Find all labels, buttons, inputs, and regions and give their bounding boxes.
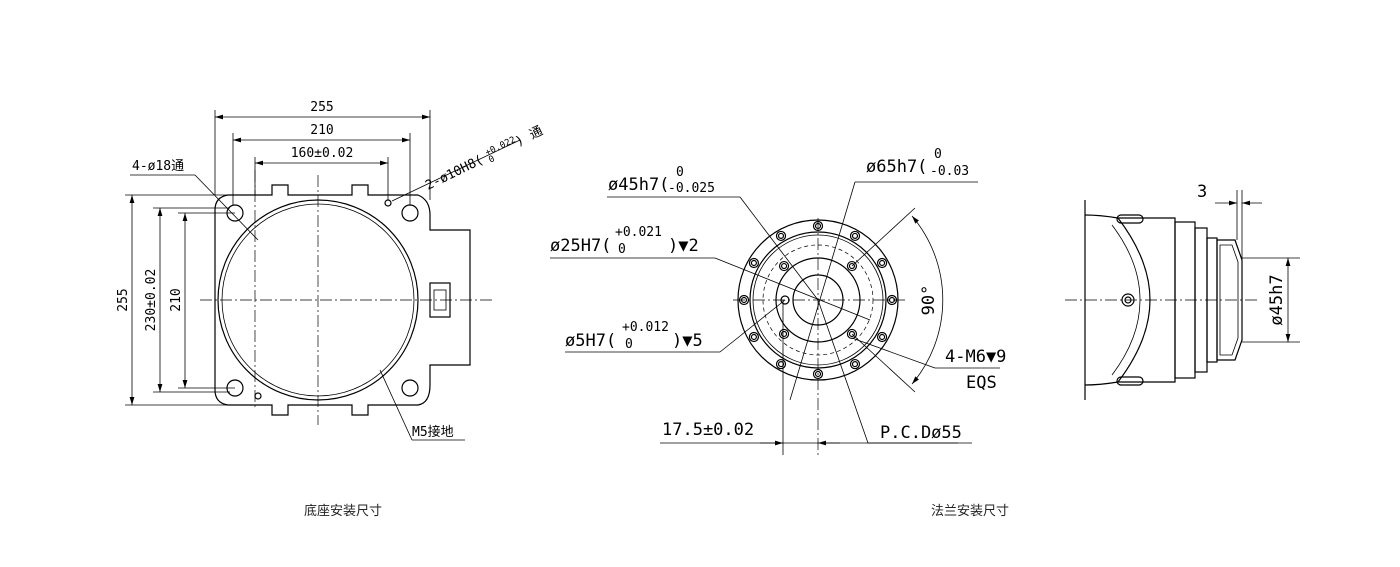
bolt-hole xyxy=(775,230,787,242)
caption-flange: 法兰安装尺寸 xyxy=(931,504,1009,519)
bolt-hole xyxy=(846,260,858,272)
bolt-hole xyxy=(748,257,760,269)
bolt-hole xyxy=(778,260,790,272)
bolt-hole xyxy=(778,328,790,340)
svg-text:0: 0 xyxy=(618,242,626,257)
bolt-hole xyxy=(780,330,788,338)
label-ground: M5接地 xyxy=(412,424,454,440)
bolt-hole xyxy=(851,361,859,368)
svg-text:-0.025: -0.025 xyxy=(668,181,715,196)
bolt-hole xyxy=(780,262,788,270)
svg-text:)▼2: )▼2 xyxy=(668,236,699,256)
bolt-hole xyxy=(814,370,822,378)
bolt-hole xyxy=(876,331,888,343)
flange-view: ø45h7( 0 -0.025 ø65h7( 0 -0.03 ø25H7( +0… xyxy=(550,147,1009,519)
dim-offset: 17.5±0.02 xyxy=(662,420,754,440)
svg-text:+0.021: +0.021 xyxy=(615,225,662,240)
bolt-hole xyxy=(849,230,861,242)
svg-text:) 通: ) 通 xyxy=(513,124,545,150)
svg-text:-0.03: -0.03 xyxy=(930,164,969,179)
label-d25: ø25H7( xyxy=(550,236,611,256)
bolt-hole xyxy=(876,257,888,269)
dim-angle: 90° xyxy=(919,285,939,316)
label-holes: 4-ø18通 xyxy=(132,159,184,174)
label-m6: 4-M6▼9 xyxy=(945,347,1006,367)
bolt-hole xyxy=(777,232,785,239)
dim-width-pins: 160±0.02 xyxy=(291,146,354,161)
bolt-hole xyxy=(848,330,856,338)
bolt-hole xyxy=(777,361,785,368)
svg-text:2-ø10H8(: 2-ø10H8( xyxy=(423,153,486,194)
label-d5: ø5H7( xyxy=(565,331,616,351)
svg-text:0: 0 xyxy=(934,147,942,162)
dim-width-holes: 210 xyxy=(310,123,333,138)
label-pcd: P.C.Dø55 xyxy=(880,423,962,443)
dim-side-diameter: ø45h7 xyxy=(1267,274,1287,325)
svg-text:0: 0 xyxy=(676,165,684,180)
svg-text:0: 0 xyxy=(487,154,496,165)
dim-height-overall: 255 xyxy=(116,288,131,311)
dim-width-overall: 255 xyxy=(310,100,333,115)
bolt-hole xyxy=(748,331,760,343)
bolt-hole xyxy=(851,232,859,239)
caption-base: 底座安装尺寸 xyxy=(304,503,382,519)
bolt-hole xyxy=(750,259,757,267)
bolt-hole xyxy=(750,333,757,341)
label-eqs: EQS xyxy=(966,373,997,393)
dim-thickness: 3 xyxy=(1197,182,1207,202)
bolt-holes xyxy=(738,220,898,380)
dim-height-holes: 210 xyxy=(169,288,184,311)
bolt-hole xyxy=(879,333,886,341)
svg-text:)▼5: )▼5 xyxy=(672,331,703,351)
label-pins: 2-ø10H8( +0.022 0 ) 通 xyxy=(423,124,545,194)
bolt-hole xyxy=(846,328,858,340)
bolt-hole xyxy=(848,262,856,270)
base-view: 255 210 160±0.02 255 230±0.02 210 4-ø18通… xyxy=(116,100,545,519)
side-view: 3 ø45h7 xyxy=(1065,182,1300,400)
svg-text:+0.012: +0.012 xyxy=(622,320,669,335)
bolt-hole xyxy=(849,358,861,370)
label-d45: ø45h7( xyxy=(608,175,669,195)
bolt-hole xyxy=(879,259,886,267)
label-d65: ø65h7( xyxy=(866,157,927,177)
svg-text:0: 0 xyxy=(625,337,633,352)
dim-height-pins: 230±0.02 xyxy=(144,269,159,332)
bolt-hole xyxy=(775,358,787,370)
